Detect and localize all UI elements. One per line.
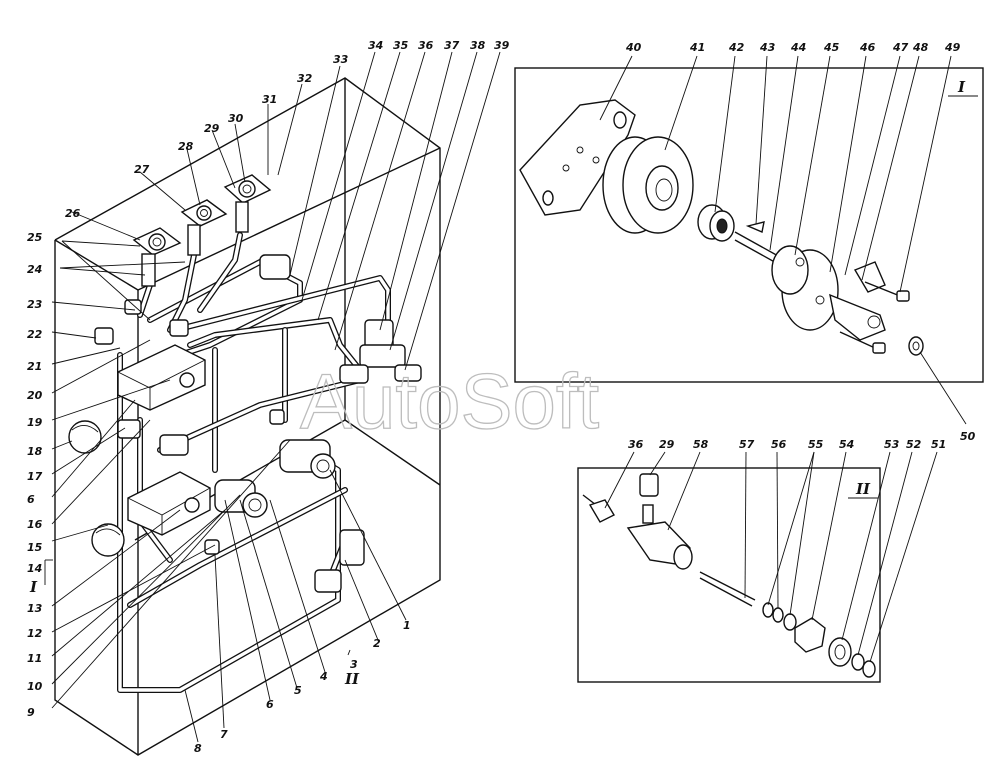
lever-46-48 xyxy=(829,261,886,341)
body-58 xyxy=(626,504,693,570)
callout-43: 43 xyxy=(759,41,776,54)
callout-33: 33 xyxy=(333,53,349,66)
callout-6a: 6 xyxy=(27,493,35,506)
pressure-switch-14 xyxy=(91,523,125,557)
callout-6b: 6 xyxy=(266,698,274,711)
callout-36-ii: 36 xyxy=(628,438,644,451)
callout-29: 29 xyxy=(204,122,220,135)
callout-14: 14 xyxy=(27,562,42,575)
pressure-switch-18 xyxy=(68,420,102,454)
gauge-28 xyxy=(180,199,228,256)
callout-36: 36 xyxy=(418,39,434,52)
mark-roman-ii: II xyxy=(344,670,360,688)
callout-7: 7 xyxy=(220,728,228,741)
callout-52: 52 xyxy=(906,438,922,451)
cap-29 xyxy=(639,473,659,497)
needle-57 xyxy=(699,571,756,607)
callout-16: 16 xyxy=(27,518,43,531)
callout-29-ii: 29 xyxy=(659,438,675,451)
callout-44: 44 xyxy=(790,41,806,54)
callout-42: 42 xyxy=(728,41,745,54)
nut-54 xyxy=(794,617,826,653)
watermark: AutoSoft xyxy=(300,357,600,445)
callout-13: 13 xyxy=(27,602,43,615)
callout-4: 4 xyxy=(319,670,328,683)
callout-40: 40 xyxy=(625,41,642,54)
callout-22: 22 xyxy=(27,328,43,341)
washers-55-56 xyxy=(762,602,797,631)
flange-45 xyxy=(771,245,839,331)
callout-51: 51 xyxy=(931,438,946,451)
gauge-26 xyxy=(132,227,182,287)
callout-19: 19 xyxy=(27,416,43,429)
callout-5: 5 xyxy=(294,684,302,697)
callout-58: 58 xyxy=(693,438,709,451)
pump-body-40 xyxy=(519,99,636,216)
callout-55: 55 xyxy=(808,438,824,451)
callout-32: 32 xyxy=(297,72,313,85)
gauge-30 xyxy=(223,174,272,233)
callout-21: 21 xyxy=(27,360,42,373)
callout-18: 18 xyxy=(27,445,43,458)
main-callouts: 1 2 3 4 5 6 7 8 9 10 11 12 13 14 15 16 6… xyxy=(27,39,510,755)
callout-53: 53 xyxy=(884,438,900,451)
callout-39: 39 xyxy=(494,39,510,52)
inset-ii: II xyxy=(577,467,881,683)
callout-45: 45 xyxy=(823,41,840,54)
shaft-44 xyxy=(734,231,781,266)
seal-53 xyxy=(828,637,852,667)
callout-37: 37 xyxy=(444,39,460,52)
callout-11: 11 xyxy=(27,652,42,665)
callout-20: 20 xyxy=(27,389,43,402)
callout-28: 28 xyxy=(178,140,194,153)
callout-25: 25 xyxy=(27,231,43,244)
rings-51-52 xyxy=(851,653,876,678)
callout-26: 26 xyxy=(65,207,81,220)
inset-i-label: I xyxy=(957,78,966,96)
callout-23: 23 xyxy=(27,298,43,311)
fitting-cluster xyxy=(94,254,422,593)
callout-30: 30 xyxy=(228,112,244,125)
callout-54: 54 xyxy=(839,438,854,451)
callout-35: 35 xyxy=(393,39,409,52)
callout-10: 10 xyxy=(27,680,43,693)
pipe-network xyxy=(117,232,391,693)
callout-46: 46 xyxy=(859,41,876,54)
callout-12: 12 xyxy=(27,627,43,640)
inset-ii-label: II xyxy=(855,480,871,498)
callout-38: 38 xyxy=(470,39,486,52)
callout-1: 1 xyxy=(403,619,411,632)
ring-41 xyxy=(602,136,694,234)
inset-i-callouts: 40 41 42 43 44 45 46 47 48 49 50 xyxy=(625,41,976,443)
callout-3: 3 xyxy=(350,658,358,671)
callout-57: 57 xyxy=(739,438,755,451)
callout-2: 2 xyxy=(373,637,381,650)
callout-56: 56 xyxy=(771,438,787,451)
callout-31: 31 xyxy=(262,93,277,106)
callout-17: 17 xyxy=(27,470,43,483)
main-assembly xyxy=(54,77,441,756)
inset-ii-callouts: 36 29 58 57 56 55 54 53 52 51 xyxy=(628,438,946,451)
nut-36 xyxy=(582,494,615,523)
inset-i: I xyxy=(514,67,984,383)
callout-15: 15 xyxy=(27,541,43,554)
plunger-42 xyxy=(697,204,735,242)
callout-41: 41 xyxy=(689,41,705,54)
bolt-49 xyxy=(839,281,910,354)
callout-48: 48 xyxy=(912,41,929,54)
callout-8: 8 xyxy=(194,742,202,755)
leader-lines xyxy=(44,51,967,743)
callout-47: 47 xyxy=(892,41,909,54)
valve-upper xyxy=(117,344,206,411)
washer-50 xyxy=(908,336,924,356)
valve-lower xyxy=(127,471,211,536)
callout-49: 49 xyxy=(944,41,961,54)
callout-9: 9 xyxy=(27,706,35,719)
callout-27: 27 xyxy=(134,163,150,176)
callout-34: 34 xyxy=(368,39,383,52)
callout-24: 24 xyxy=(27,263,42,276)
callout-50: 50 xyxy=(960,430,976,443)
mark-roman-i: I xyxy=(29,578,38,596)
